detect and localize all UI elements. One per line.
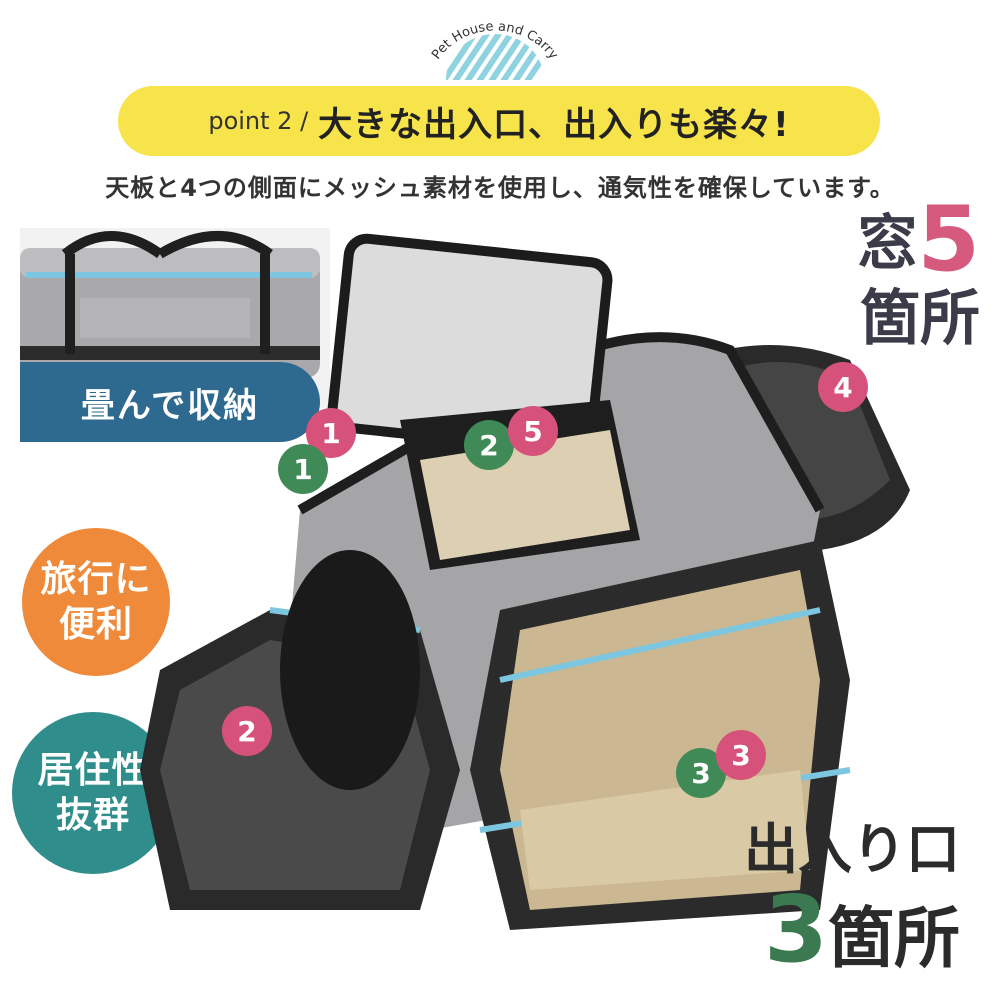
marker-pink-2: 2 bbox=[222, 706, 272, 756]
comfort-badge-line1: 居住性 bbox=[37, 750, 149, 791]
brand-emblem: Pet House and Carry bbox=[400, 6, 590, 86]
marker-pink-4: 4 bbox=[818, 362, 868, 412]
marker-pink-5: 5 bbox=[508, 406, 558, 456]
window-count-row1: 窓5 bbox=[857, 195, 980, 285]
marker-green-1: 1 bbox=[278, 444, 328, 494]
marker-green-2: 2 bbox=[464, 420, 514, 470]
entrance-number: 3 bbox=[763, 876, 828, 984]
entrance-count-heading: 出入り口 3箇所 bbox=[744, 820, 960, 981]
entrance-suffix: 箇所 bbox=[828, 900, 960, 978]
point-label: point 2 / bbox=[208, 107, 309, 135]
entrance-label: 出入り口 bbox=[744, 818, 960, 881]
description-text: 天板と4つの側面にメッシュ素材を使用し、通気性を確保しています。 bbox=[105, 174, 895, 202]
headline-title: 大きな出入口、出入りも楽々! bbox=[318, 104, 790, 145]
entrance-count-row: 3箇所 bbox=[744, 879, 960, 980]
emblem-graphic: Pet House and Carry bbox=[429, 19, 561, 80]
fold-storage-label: 畳んで収納 bbox=[20, 362, 320, 442]
marker-pink-3: 3 bbox=[716, 730, 766, 780]
travel-badge-line1: 旅行に bbox=[40, 559, 152, 600]
travel-badge: 旅行に 便利 bbox=[22, 528, 170, 676]
window-suffix: 箇所 bbox=[860, 284, 980, 354]
window-number: 5 bbox=[917, 187, 980, 292]
headline-banner: point 2 / 大きな出入口、出入りも楽々! bbox=[118, 86, 880, 156]
comfort-badge-line2: 抜群 bbox=[55, 795, 130, 836]
pet-carrier-photo bbox=[130, 210, 930, 980]
window-count-heading: 窓5 箇所 bbox=[857, 195, 980, 354]
travel-badge-line2: 便利 bbox=[58, 604, 133, 645]
window-prefix: 窓 bbox=[857, 209, 918, 279]
